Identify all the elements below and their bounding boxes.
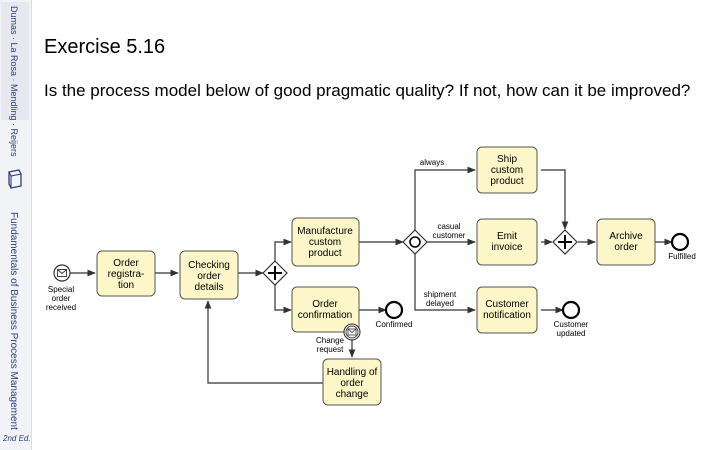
task-ship-custom-product: Ship custom product	[476, 146, 538, 194]
svg-text:Customer: Customer	[485, 299, 529, 310]
svg-text:order: order	[614, 242, 638, 253]
end-event-confirmed: Confirmed	[376, 300, 413, 329]
svg-text:change: change	[336, 389, 369, 400]
svg-text:updated: updated	[557, 329, 586, 338]
svg-text:Emit: Emit	[497, 231, 517, 242]
start-event-label-3: received	[46, 303, 76, 312]
task-order-confirmation: Order confirmation	[291, 286, 360, 333]
flow-inclusive-to-ship	[414, 166, 476, 230]
svg-text:Confirmed: Confirmed	[376, 320, 413, 329]
sidebar-top-band	[1, 2, 29, 120]
svg-text:Order: Order	[312, 299, 338, 310]
svg-text:request: request	[317, 345, 344, 354]
boundary-event-change-request: Change request	[316, 323, 361, 354]
slide-title: Exercise 5.16	[44, 36, 166, 58]
book-logo-icon	[8, 169, 22, 189]
svg-text:order: order	[340, 378, 364, 389]
start-event-special-order: Special order received	[46, 264, 76, 312]
svg-text:tion: tion	[118, 280, 134, 291]
sequence-flows	[70, 166, 673, 384]
flow-label-customer: customer	[433, 231, 466, 240]
svg-text:product: product	[490, 176, 524, 187]
sidebar-edition: 2nd Ed.	[3, 434, 31, 443]
svg-text:custom: custom	[309, 237, 341, 248]
gateway-inclusive-split	[402, 229, 428, 255]
svg-text:Manufacture: Manufacture	[297, 226, 353, 237]
flow-label-delayed: delayed	[426, 299, 454, 308]
svg-text:registra-: registra-	[108, 269, 145, 280]
sidebar-book-title: Fundamentals of Business Process Managem…	[8, 212, 19, 430]
flow-split-to-confirmation	[274, 285, 292, 314]
flow-inclusive-to-notification	[414, 254, 476, 314]
start-event-label-1: Special	[48, 285, 74, 294]
slide-question: Is the process model below of good pragm…	[44, 81, 691, 100]
task-checking-order-details: Checking order details	[179, 250, 239, 300]
task-manufacture-custom-product: Manufacture custom product	[291, 217, 360, 267]
end-event-fulfilled: Fulfilled	[668, 232, 696, 261]
svg-text:Change: Change	[316, 336, 345, 345]
gateway-parallel-split	[262, 260, 288, 286]
svg-text:confirmation: confirmation	[298, 310, 352, 321]
flow-ship-to-join	[541, 169, 569, 230]
task-customer-notification: Customer notification	[476, 286, 538, 334]
flow-handling-to-checking	[204, 300, 323, 384]
sidebar-authors: Dumas · La Rosa · Mendling · Reijers	[9, 6, 19, 157]
svg-text:Fulfilled: Fulfilled	[668, 252, 696, 261]
circle-icon	[409, 236, 421, 248]
svg-text:details: details	[195, 282, 224, 293]
plus-icon	[268, 266, 282, 280]
end-event-customer-updated: Customer updated	[554, 300, 589, 338]
gateway-parallel-join	[552, 229, 578, 255]
svg-text:Order: Order	[113, 258, 139, 269]
flow-label-shipment: shipment	[424, 290, 457, 299]
svg-text:Handling of: Handling of	[327, 367, 378, 378]
start-event-label-2: order	[52, 294, 71, 303]
flow-label-always: always	[420, 158, 444, 167]
flow-split-to-manufacture	[274, 238, 292, 263]
task-order-registration: Order registra- tion	[96, 250, 156, 297]
svg-text:Ship: Ship	[497, 154, 517, 165]
svg-text:Customer: Customer	[554, 320, 589, 329]
svg-text:product: product	[308, 248, 342, 259]
svg-text:notification: notification	[483, 310, 531, 321]
svg-text:invoice: invoice	[491, 242, 523, 253]
svg-text:Checking: Checking	[188, 260, 230, 271]
flow-label-casual: casual	[437, 222, 460, 231]
task-archive-order: Archive order	[596, 218, 656, 266]
svg-text:custom: custom	[491, 165, 523, 176]
svg-text:Archive: Archive	[609, 231, 643, 242]
plus-icon	[558, 235, 572, 249]
svg-text:order: order	[197, 271, 221, 282]
task-emit-invoice: Emit invoice	[476, 218, 538, 266]
task-handling-of-order-change: Handling of order change	[322, 358, 382, 406]
sidebar: Dumas · La Rosa · Mendling · Reijers Fun…	[0, 0, 32, 450]
